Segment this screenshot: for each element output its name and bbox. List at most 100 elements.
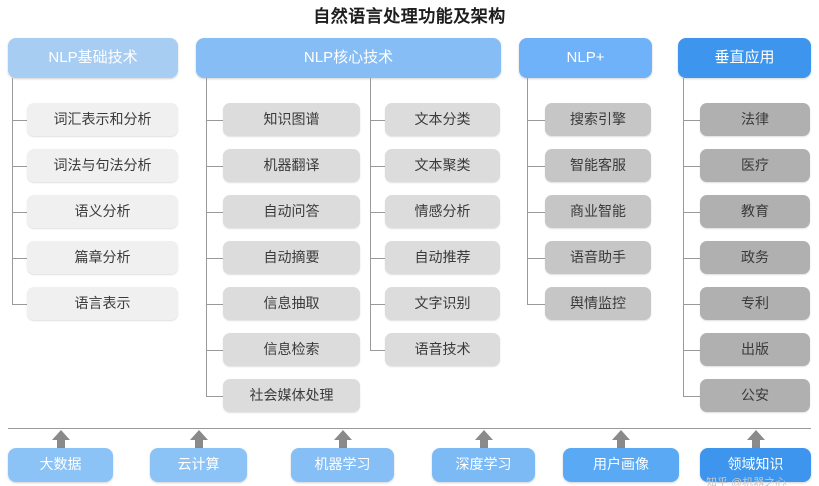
node-vertical-apps-0-5[interactable]: 出版 (700, 333, 810, 366)
foundation-item-2[interactable]: 机器学习 (291, 448, 394, 482)
foundation-item-label: 机器学习 (314, 456, 371, 473)
foundation-item-0[interactable]: 大数据 (8, 448, 113, 482)
connector-stub (12, 303, 27, 305)
foundation-item-label: 深度学习 (455, 456, 512, 473)
node-label: 篇章分析 (74, 248, 131, 265)
node-vertical-apps-0-2[interactable]: 教育 (700, 195, 810, 228)
connector-stub (12, 211, 27, 213)
connector-stub (206, 303, 223, 305)
node-nlp-plus-0-1[interactable]: 智能客服 (545, 149, 651, 182)
connector-stub (12, 257, 27, 259)
column-header-nlp-core[interactable]: NLP核心技术 (196, 38, 501, 78)
node-nlp-plus-0-0[interactable]: 搜索引擎 (545, 103, 651, 136)
connector-trunk (206, 78, 207, 396)
node-vertical-apps-0-4[interactable]: 专利 (700, 287, 810, 320)
node-nlp-core-0-6[interactable]: 社会媒体处理 (223, 379, 360, 412)
node-label: 文本聚类 (414, 156, 471, 173)
connector-stub (683, 119, 700, 121)
node-nlp-core-1-3[interactable]: 自动推荐 (385, 241, 500, 274)
node-label: 法律 (741, 110, 769, 127)
node-label: 信息检索 (263, 340, 320, 357)
node-nlp-core-1-5[interactable]: 语音技术 (385, 333, 500, 366)
connector-stub (527, 211, 545, 213)
connector-stub (12, 119, 27, 121)
connector-stub (370, 119, 385, 121)
connector-stub (370, 349, 385, 351)
node-label: 政务 (741, 248, 769, 265)
node-nlp-core-1-4[interactable]: 文字识别 (385, 287, 500, 320)
node-label: 商业智能 (570, 202, 626, 219)
connector-stub (370, 211, 385, 213)
node-label: 出版 (741, 340, 769, 357)
connector-stub (206, 165, 223, 167)
column-header-label: NLP核心技术 (303, 48, 394, 66)
node-nlp-core-0-0[interactable]: 知识图谱 (223, 103, 360, 136)
node-label: 语音技术 (414, 340, 471, 357)
node-nlp-basic-0-3[interactable]: 篇章分析 (27, 241, 178, 274)
up-arrow-icon (51, 430, 71, 456)
node-nlp-core-1-1[interactable]: 文本聚类 (385, 149, 500, 182)
node-vertical-apps-0-3[interactable]: 政务 (700, 241, 810, 274)
node-nlp-plus-0-3[interactable]: 语音助手 (545, 241, 651, 274)
node-vertical-apps-0-6[interactable]: 公安 (700, 379, 810, 412)
connector-stub (527, 303, 545, 305)
column-header-vertical-apps[interactable]: 垂直应用 (678, 38, 811, 78)
node-label: 文字识别 (414, 294, 471, 311)
column-header-label: NLP+ (566, 48, 605, 66)
column-header-nlp-plus[interactable]: NLP+ (519, 38, 652, 78)
node-label: 语音助手 (570, 248, 626, 265)
node-label: 自动问答 (263, 202, 320, 219)
connector-stub (683, 349, 700, 351)
node-label: 语言表示 (74, 294, 131, 311)
node-vertical-apps-0-0[interactable]: 法律 (700, 103, 810, 136)
column-header-label: NLP基础技术 (48, 48, 138, 66)
foundation-item-3[interactable]: 深度学习 (432, 448, 535, 482)
connector-stub (206, 119, 223, 121)
node-label: 社会媒体处理 (249, 386, 334, 403)
foundation-item-label: 大数据 (39, 456, 82, 473)
node-nlp-plus-0-4[interactable]: 舆情监控 (545, 287, 651, 320)
connector-stub (370, 257, 385, 259)
node-label: 信息抽取 (263, 294, 320, 311)
connector-stub (683, 165, 700, 167)
connector-trunk (12, 78, 13, 304)
connector-stub (683, 395, 700, 397)
node-nlp-core-0-3[interactable]: 自动摘要 (223, 241, 360, 274)
connector-stub (527, 257, 545, 259)
node-label: 情感分析 (414, 202, 471, 219)
foundation-item-1[interactable]: 云计算 (150, 448, 247, 482)
node-nlp-basic-0-2[interactable]: 语义分析 (27, 195, 178, 228)
node-nlp-core-0-1[interactable]: 机器翻译 (223, 149, 360, 182)
node-nlp-core-0-5[interactable]: 信息检索 (223, 333, 360, 366)
foundation-item-5[interactable]: 领域知识 (700, 448, 811, 482)
node-label: 自动推荐 (414, 248, 471, 265)
node-nlp-basic-0-0[interactable]: 词汇表示和分析 (27, 103, 178, 136)
node-label: 词汇表示和分析 (53, 110, 152, 127)
connector-stub (527, 119, 545, 121)
connector-stub (12, 165, 27, 167)
node-nlp-core-1-0[interactable]: 文本分类 (385, 103, 500, 136)
foundation-item-label: 领域知识 (727, 456, 784, 473)
node-nlp-core-0-4[interactable]: 信息抽取 (223, 287, 360, 320)
node-label: 专利 (741, 294, 769, 311)
node-nlp-plus-0-2[interactable]: 商业智能 (545, 195, 651, 228)
node-label: 词法与句法分析 (53, 156, 152, 173)
node-label: 医疗 (741, 156, 769, 173)
column-header-nlp-basic[interactable]: NLP基础技术 (8, 38, 178, 78)
page-title: 自然语言处理功能及架构 (313, 7, 506, 26)
foundation-item-label: 云计算 (177, 456, 220, 473)
node-vertical-apps-0-1[interactable]: 医疗 (700, 149, 810, 182)
node-nlp-core-1-2[interactable]: 情感分析 (385, 195, 500, 228)
connector-stub (206, 349, 223, 351)
node-label: 舆情监控 (570, 294, 626, 311)
foundation-item-4[interactable]: 用户画像 (563, 448, 679, 482)
node-nlp-core-0-2[interactable]: 自动问答 (223, 195, 360, 228)
node-label: 公安 (741, 386, 769, 403)
connector-stub (206, 395, 223, 397)
foundation-item-label: 用户画像 (593, 456, 649, 473)
node-nlp-basic-0-1[interactable]: 词法与句法分析 (27, 149, 178, 182)
connector-stub (206, 257, 223, 259)
node-nlp-basic-0-4[interactable]: 语言表示 (27, 287, 178, 320)
connector-stub (206, 211, 223, 213)
